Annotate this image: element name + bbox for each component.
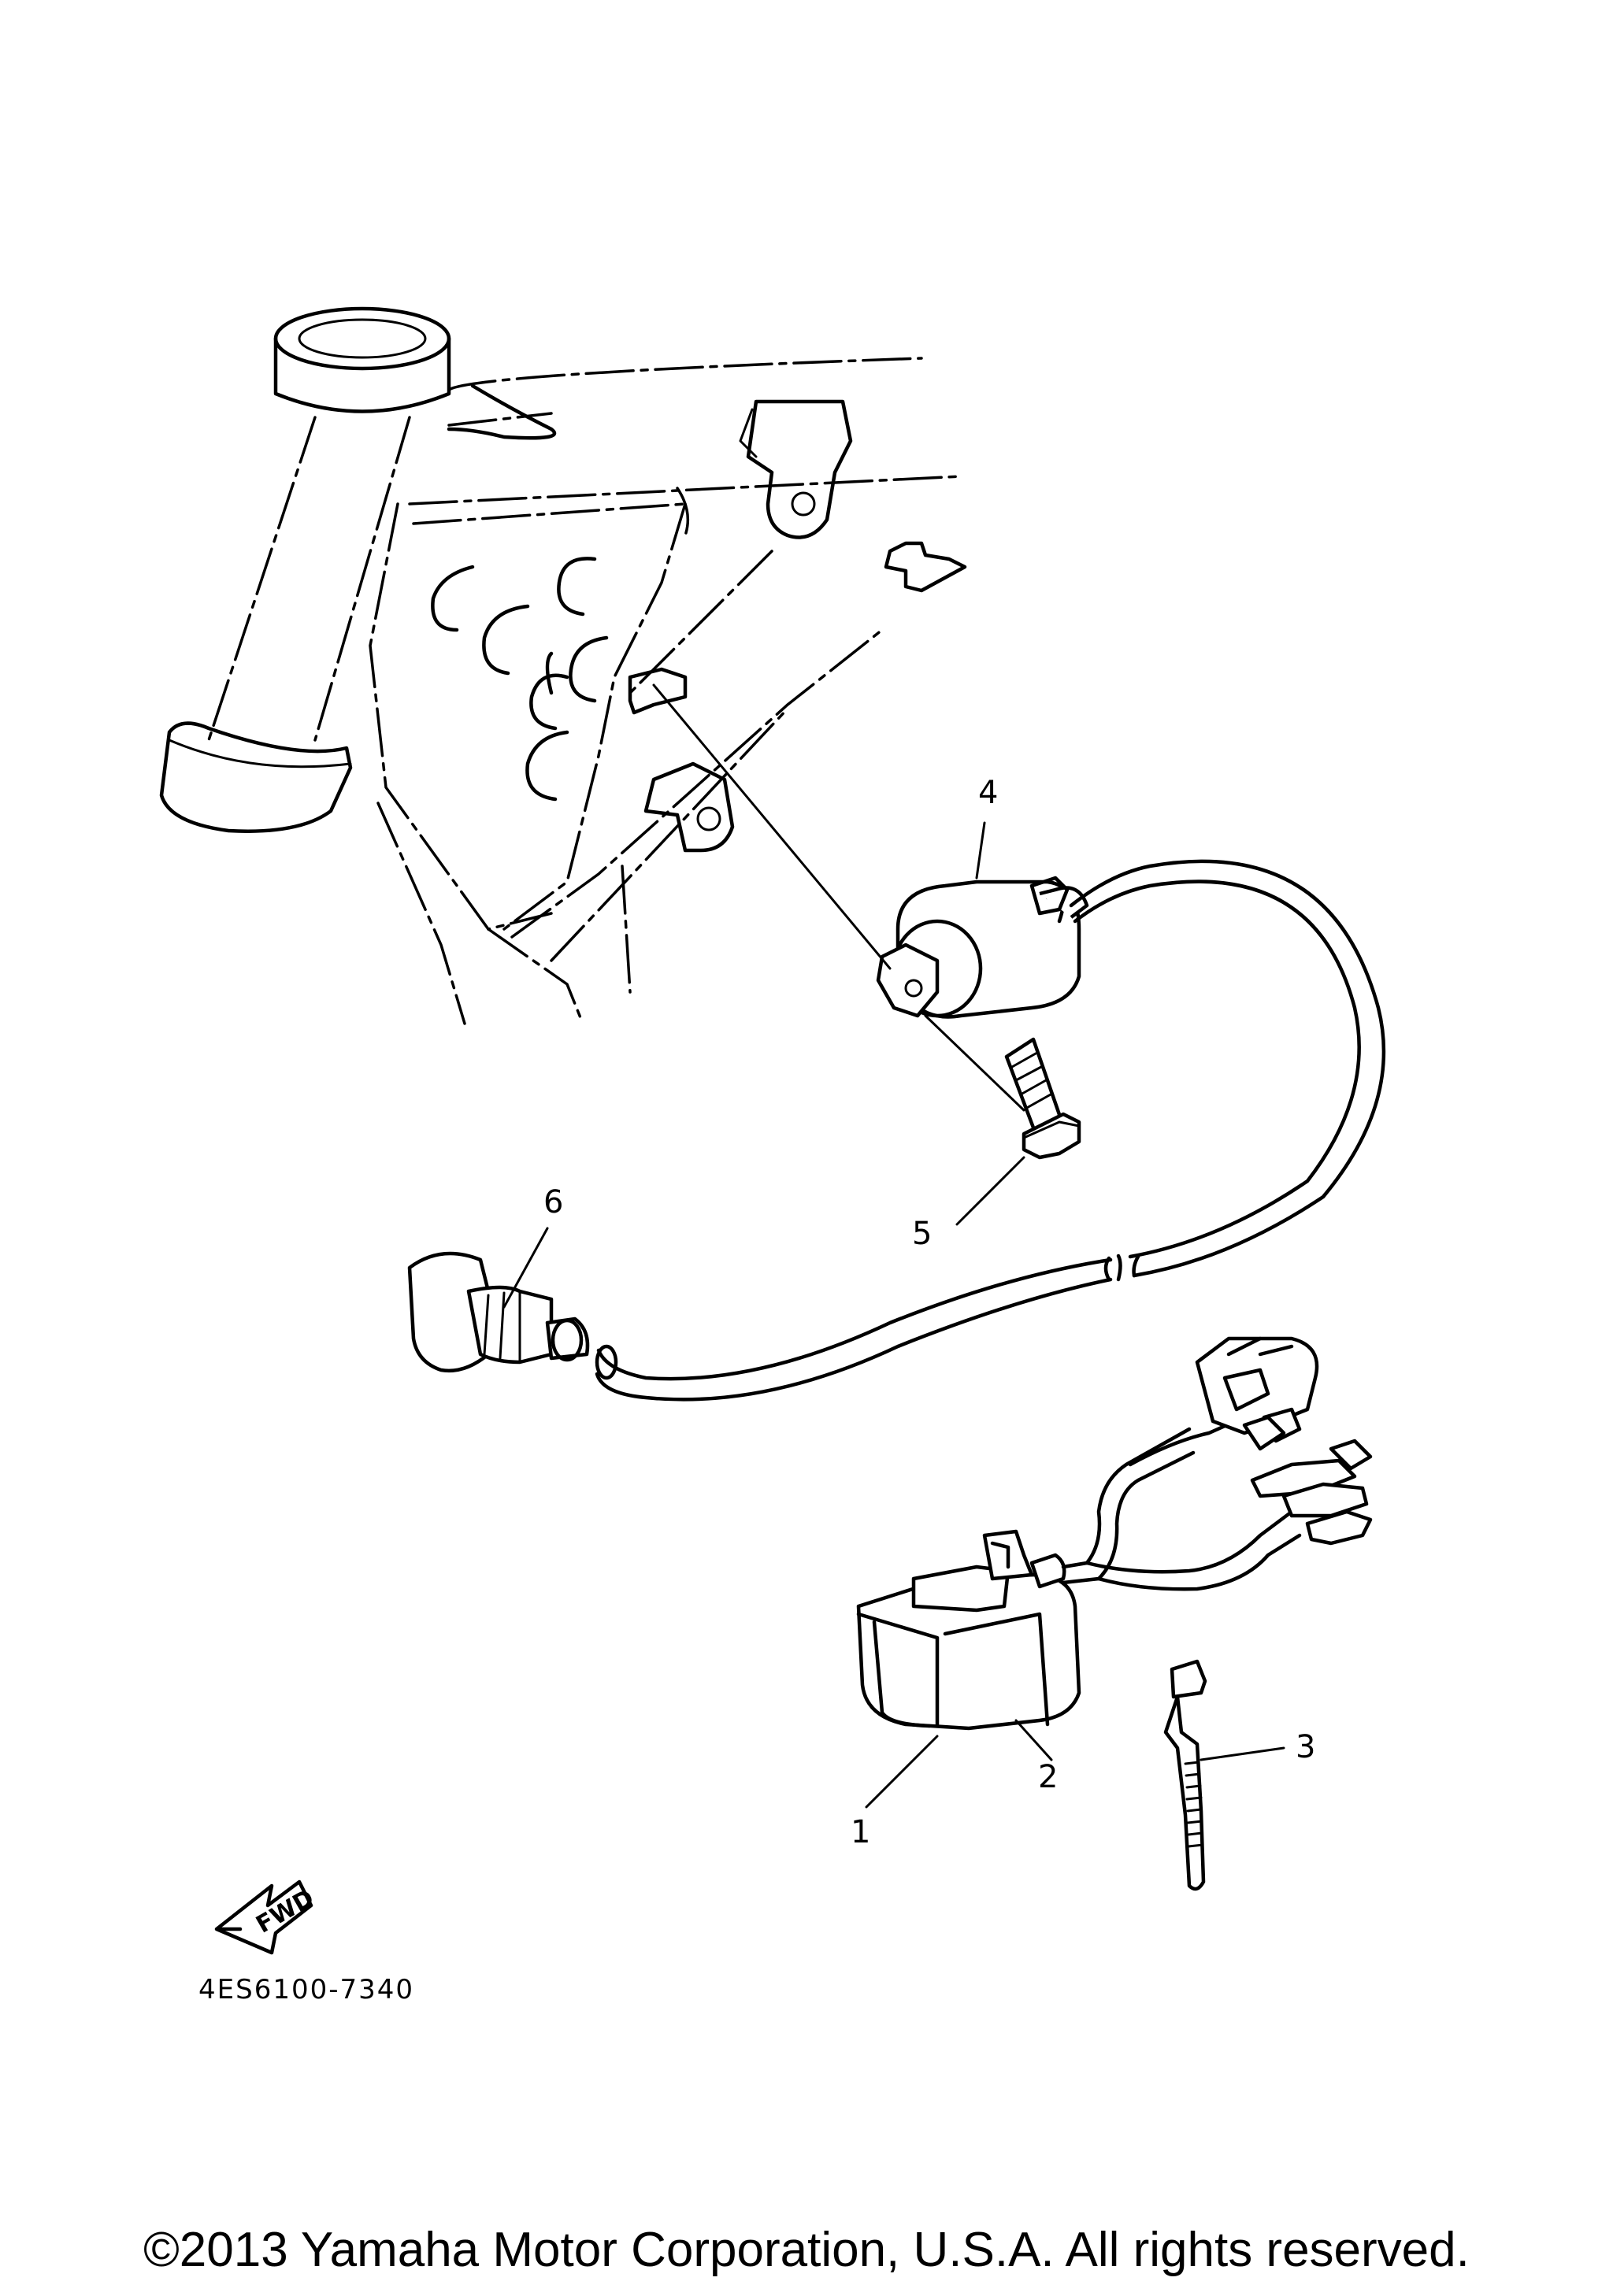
cdi-wire-harness [1061, 1336, 1373, 1591]
callout-2: 2 [1038, 1759, 1058, 1795]
assembly-leader-lines [652, 683, 1025, 1112]
callout-1: 1 [851, 1814, 870, 1850]
ht-lead [595, 1254, 1140, 1402]
callout-5: 5 [912, 1216, 932, 1252]
callout-6: 6 [543, 1184, 563, 1220]
spark-plug-cap [407, 1251, 590, 1372]
bolt [1004, 1037, 1081, 1160]
frame-outline [159, 306, 967, 1025]
callout-4: 4 [978, 775, 998, 811]
callout-leaders [502, 821, 1285, 1809]
cable-tie [1163, 1659, 1207, 1891]
cdi-unit [856, 1529, 1081, 1731]
ignition-coil [876, 859, 1386, 1278]
callout-3: 3 [1296, 1729, 1315, 1765]
fwd-arrow-icon: FWD [214, 1879, 319, 1955]
part-code: 4ES6100-7340 [198, 1974, 414, 2005]
copyright-notice: ©2013 Yamaha Motor Corporation, U.S.A. A… [143, 2223, 1470, 2277]
